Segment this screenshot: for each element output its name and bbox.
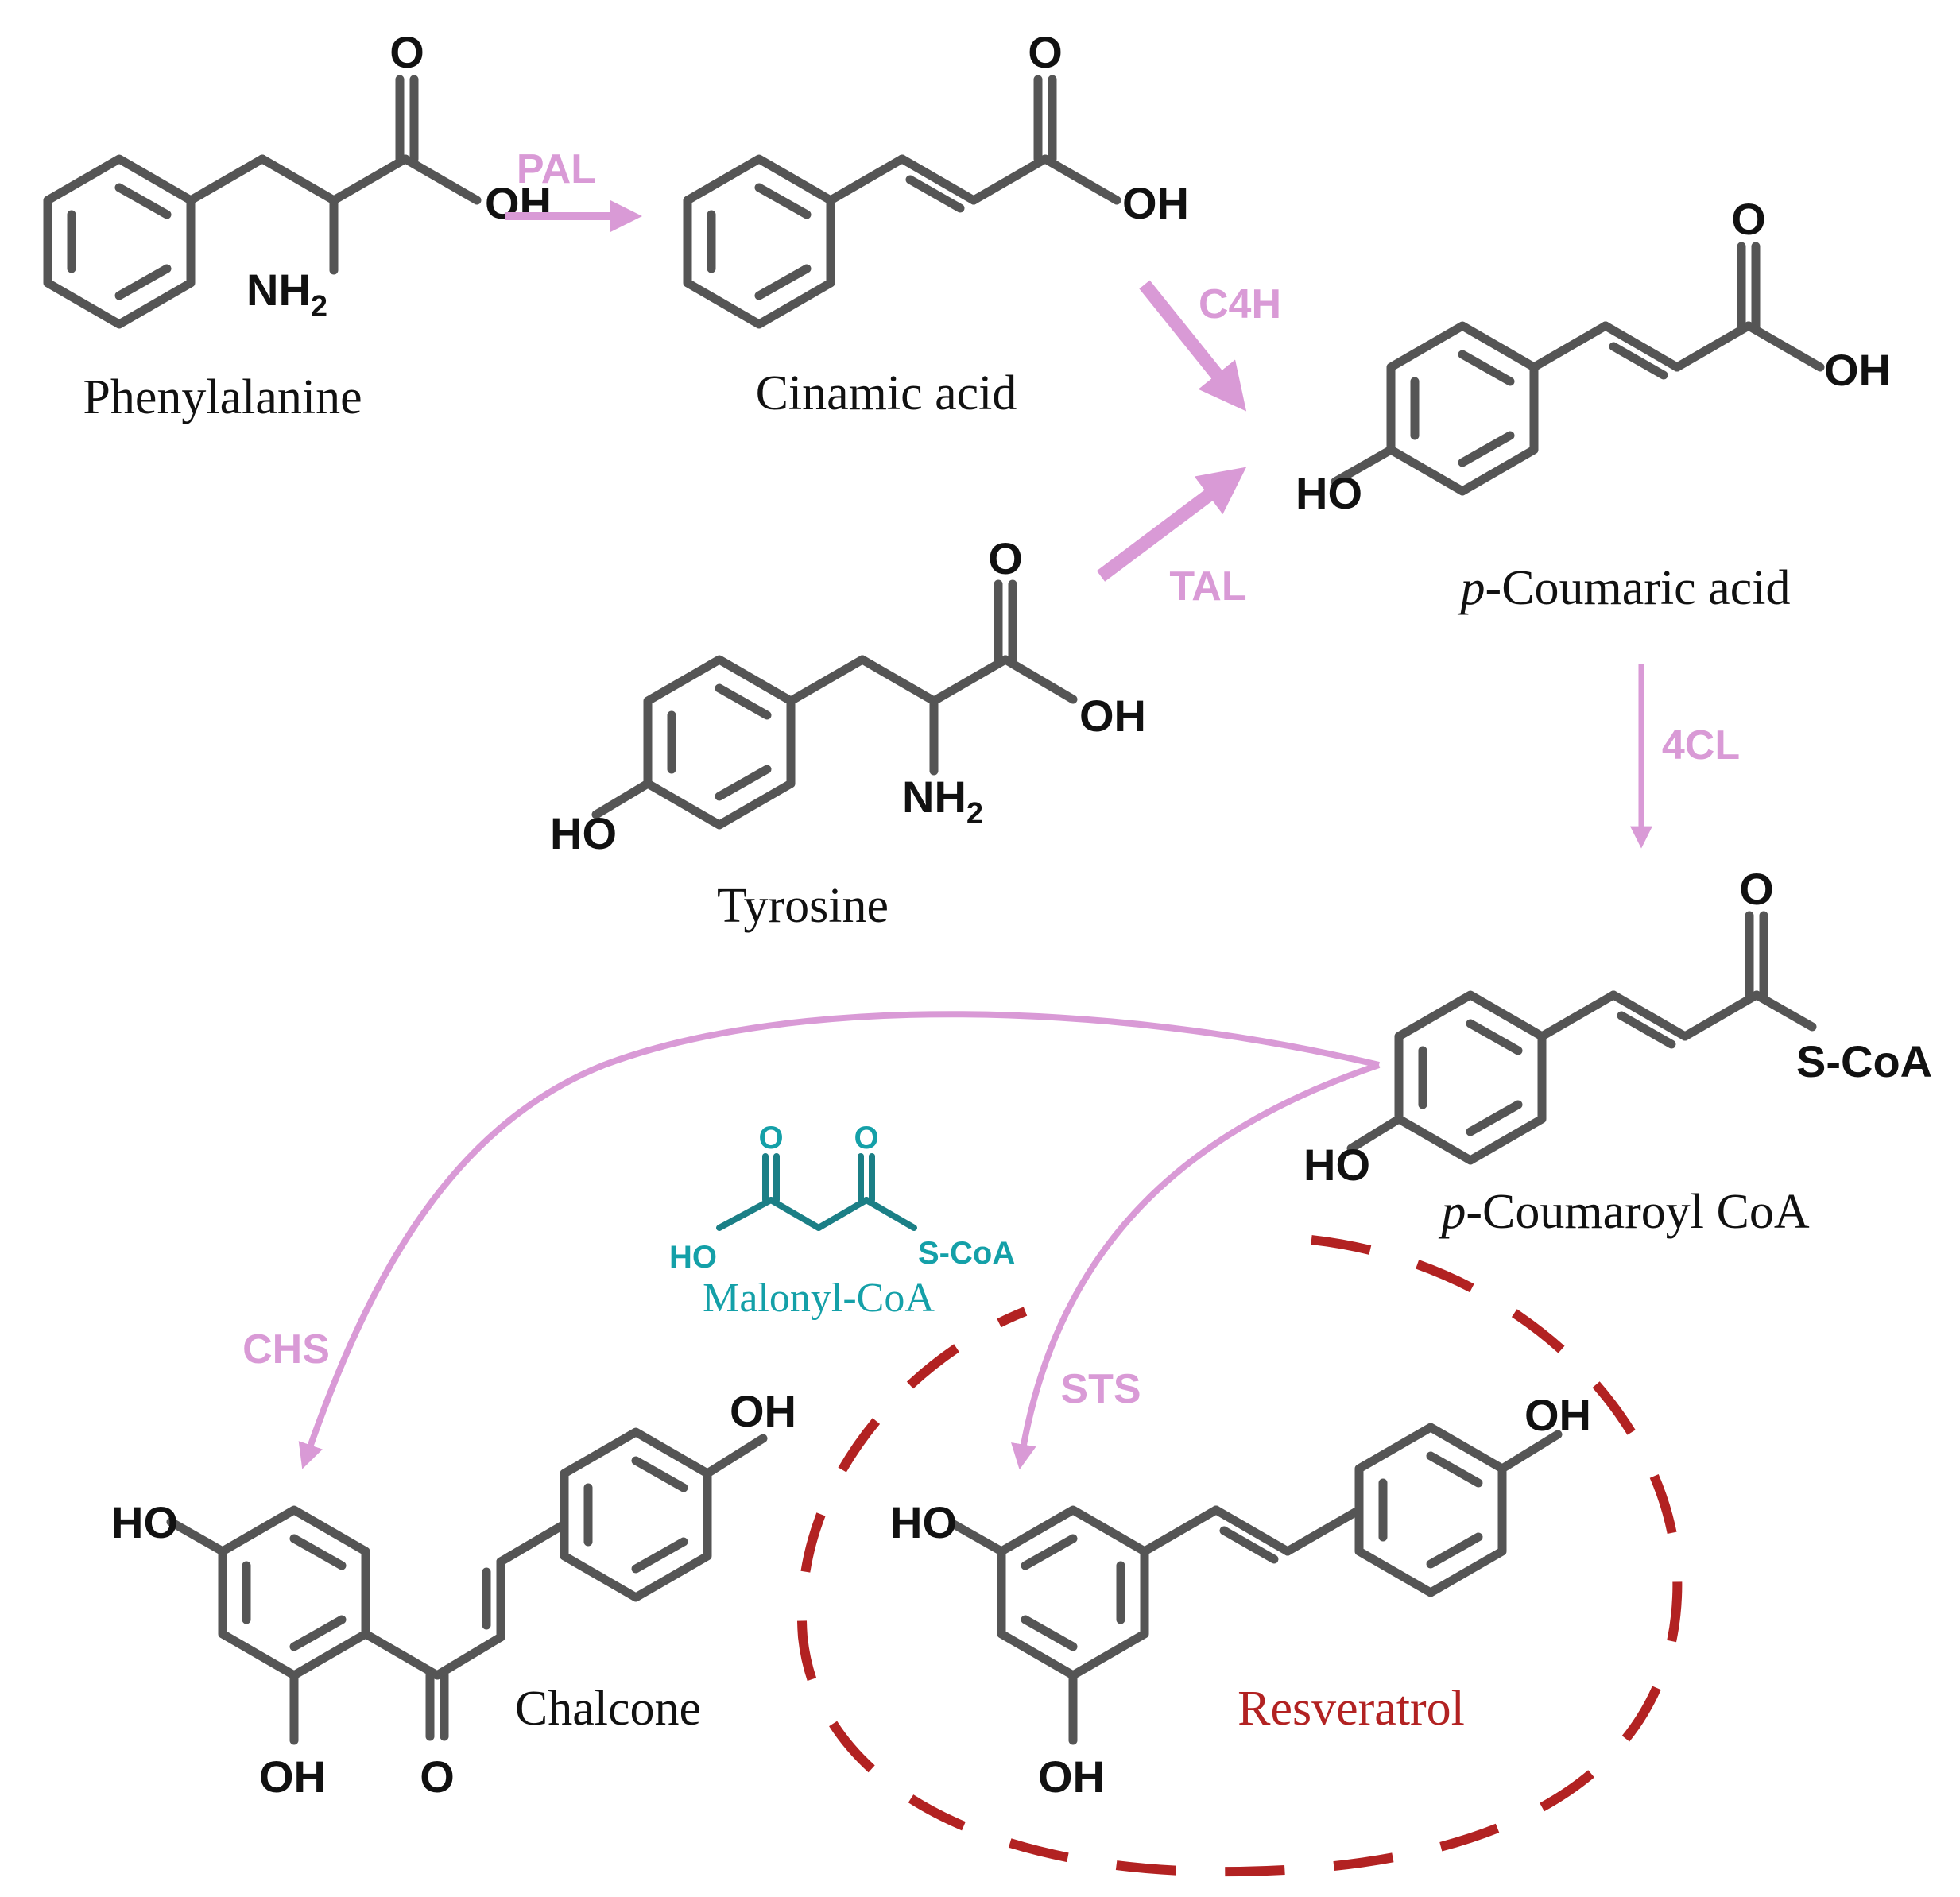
p-coumaric-acid-structure: O OH HO p-Coumaric acid — [1296, 194, 1891, 615]
sts-reaction-arrow: STS — [1011, 1062, 1381, 1470]
sts-enzyme-label: STS — [1060, 1366, 1141, 1412]
cin-carbonyl-o: O — [1028, 27, 1063, 77]
resveratrol-label: Resveratrol — [1238, 1682, 1465, 1736]
mal-carbonyl-o-2: O — [854, 1121, 878, 1156]
tyrosine-bonds — [591, 579, 1078, 830]
p-coumaric-acid-label: p-Coumaric acid — [1458, 561, 1791, 615]
tyrosine-structure: O OH NH2 HO Tyrosine — [550, 533, 1146, 933]
c4h-enzyme-label: C4H — [1199, 281, 1281, 327]
pcou-hydroxyl: OH — [1824, 345, 1891, 395]
4cl-reaction-arrow: 4CL — [1630, 664, 1740, 849]
tyr-phenol-ho: HO — [550, 808, 617, 858]
chs-reaction-arrow: CHS — [242, 1011, 1380, 1469]
mal-thioester: S-CoA — [918, 1236, 1015, 1271]
pcou-phenol-ho: HO — [1296, 468, 1362, 518]
pcou-carbonyl-o: O — [1731, 194, 1766, 244]
cinamic-acid-label: Cinamic acid — [756, 366, 1017, 420]
phenylalanine-bonds — [43, 75, 482, 329]
res-oh-right: OH — [1524, 1390, 1591, 1440]
resveratrol-dashed-circle — [796, 1235, 1683, 1877]
phe-carbonyl-o: O — [389, 27, 424, 77]
chal-ho-top: HO — [111, 1497, 178, 1547]
p-coumaric-acid-bonds — [1331, 242, 1825, 496]
phenylalanine-label: Phenylalanine — [83, 370, 362, 424]
tyrosine-label: Tyrosine — [717, 879, 889, 933]
c4h-reaction-arrow: C4H — [1139, 280, 1281, 412]
malonyl-coa-bonds — [716, 1153, 917, 1231]
chalcone-structure: HO OH O OH Chalcone — [111, 1386, 796, 1802]
cin-hydroxyl: OH — [1122, 178, 1189, 228]
chal-oh-right: OH — [730, 1386, 796, 1436]
pcoa-carbonyl-o: O — [1739, 864, 1774, 914]
chalcone-bonds — [166, 1427, 768, 1745]
tyr-hydroxyl: OH — [1079, 691, 1146, 741]
p-coumaroyl-coa-bonds — [1346, 911, 1817, 1165]
p-coumaroyl-coa-label: p-Coumaroyl CoA — [1438, 1185, 1809, 1239]
pal-reaction-arrow: PAL — [505, 146, 642, 232]
tyr-carbonyl-o: O — [988, 533, 1023, 583]
chal-carbonyl-o: O — [420, 1752, 455, 1802]
chal-oh-bottom: OH — [259, 1752, 326, 1802]
cinamic-acid-structure: O OH Cinamic acid — [683, 27, 1189, 420]
res-ho-left: HO — [890, 1497, 957, 1547]
pcoa-thioester: S-CoA — [1796, 1036, 1932, 1086]
4cl-enzyme-label: 4CL — [1662, 722, 1740, 768]
phe-amine: NH2 — [246, 265, 327, 323]
cinamic-acid-bonds — [683, 75, 1121, 329]
tal-enzyme-label: TAL — [1169, 563, 1246, 610]
pcoa-phenol-ho: HO — [1303, 1140, 1370, 1190]
tyr-amine: NH2 — [902, 772, 983, 830]
p-coumaroyl-coa-structure: O S-CoA HO p-Coumaroyl CoA — [1303, 864, 1932, 1239]
resveratrol-highlight — [796, 1235, 1683, 1877]
res-oh-bottom: OH — [1038, 1752, 1105, 1802]
chalcone-label: Chalcone — [515, 1682, 701, 1736]
tal-reaction-arrow: TAL — [1096, 467, 1247, 610]
chs-enzyme-label: CHS — [242, 1326, 330, 1372]
malonyl-coa-structure: O O HO S-CoA Malonyl-CoA — [669, 1121, 1015, 1321]
malonyl-coa-label: Malonyl-CoA — [703, 1276, 935, 1321]
pal-enzyme-label: PAL — [517, 146, 596, 192]
phenylalanine-structure: O OH NH2 Phenylalanine — [43, 27, 552, 424]
mal-carbonyl-o-1: O — [758, 1121, 783, 1156]
resveratrol-structure: HO OH OH Resveratrol — [890, 1390, 1591, 1802]
resveratrol-bonds — [949, 1423, 1563, 1745]
mal-hydroxyl: HO — [669, 1240, 717, 1275]
